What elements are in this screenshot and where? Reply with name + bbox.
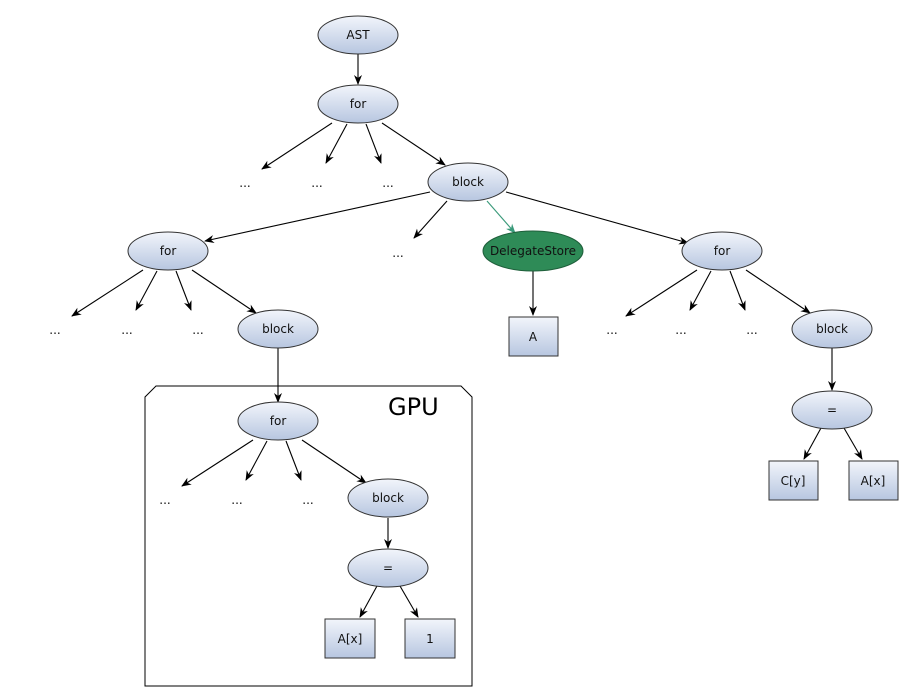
svg-text:block: block (452, 175, 484, 189)
svg-text:A: A (529, 330, 538, 344)
ellipsis-root-1: ... (239, 176, 250, 190)
svg-text:=: = (383, 561, 393, 575)
svg-text:A[x]: A[x] (338, 632, 363, 646)
svg-text:for: for (714, 244, 731, 258)
gpu-label: GPU (388, 393, 439, 421)
node-block-gpu: block (347, 478, 429, 518)
ellipsis-root-3: ... (382, 176, 393, 190)
node-for-root: for (317, 84, 399, 124)
edges (71, 54, 863, 618)
gpu-region-box (144, 385, 473, 687)
node-assign-right: = (791, 390, 873, 430)
svg-text:1: 1 (426, 632, 434, 646)
svg-text:A[x]: A[x] (861, 474, 886, 488)
ellipsis-left-1: ... (49, 323, 60, 337)
ellipsis-right-1: ... (606, 323, 617, 337)
ellipsis-gpu-3: ... (302, 493, 313, 507)
svg-text:block: block (372, 491, 404, 505)
node-block-main: block (427, 162, 509, 202)
svg-text:for: for (350, 97, 367, 111)
node-delegate-store: DelegateStore (482, 230, 584, 272)
svg-text:DelegateStore: DelegateStore (490, 244, 576, 258)
svg-text:for: for (270, 414, 287, 428)
node-ast: AST (317, 15, 399, 55)
svg-text:AST: AST (346, 28, 370, 42)
ellipsis-gpu-1: ... (159, 493, 170, 507)
ellipsis-left-3: ... (192, 323, 203, 337)
svg-text:C[y]: C[y] (781, 474, 806, 488)
svg-text:for: for (160, 244, 177, 258)
ellipsis-right-3: ... (746, 323, 757, 337)
node-ax-box-gpu: A[x] (324, 618, 376, 659)
svg-text:=: = (827, 403, 837, 417)
ellipsis-right-2: ... (675, 323, 686, 337)
ellipsis-block-mid: ... (392, 246, 403, 260)
node-ax-box-right: A[x] (848, 460, 899, 501)
node-cy-box: C[y] (768, 460, 819, 501)
node-a-box: A (508, 316, 559, 357)
ellipsis-gpu-2: ... (231, 493, 242, 507)
node-for-right: for (681, 231, 763, 271)
node-one-box: 1 (404, 618, 456, 659)
ellipsis-left-2: ... (121, 323, 132, 337)
ellipsis-root-2: ... (311, 176, 322, 190)
node-assign-gpu: = (347, 548, 429, 588)
node-for-gpu: for (237, 401, 319, 441)
node-block-left: block (237, 309, 319, 349)
svg-text:block: block (262, 322, 294, 336)
node-block-right: block (791, 309, 873, 349)
svg-text:block: block (816, 322, 848, 336)
node-for-left: for (127, 231, 209, 271)
